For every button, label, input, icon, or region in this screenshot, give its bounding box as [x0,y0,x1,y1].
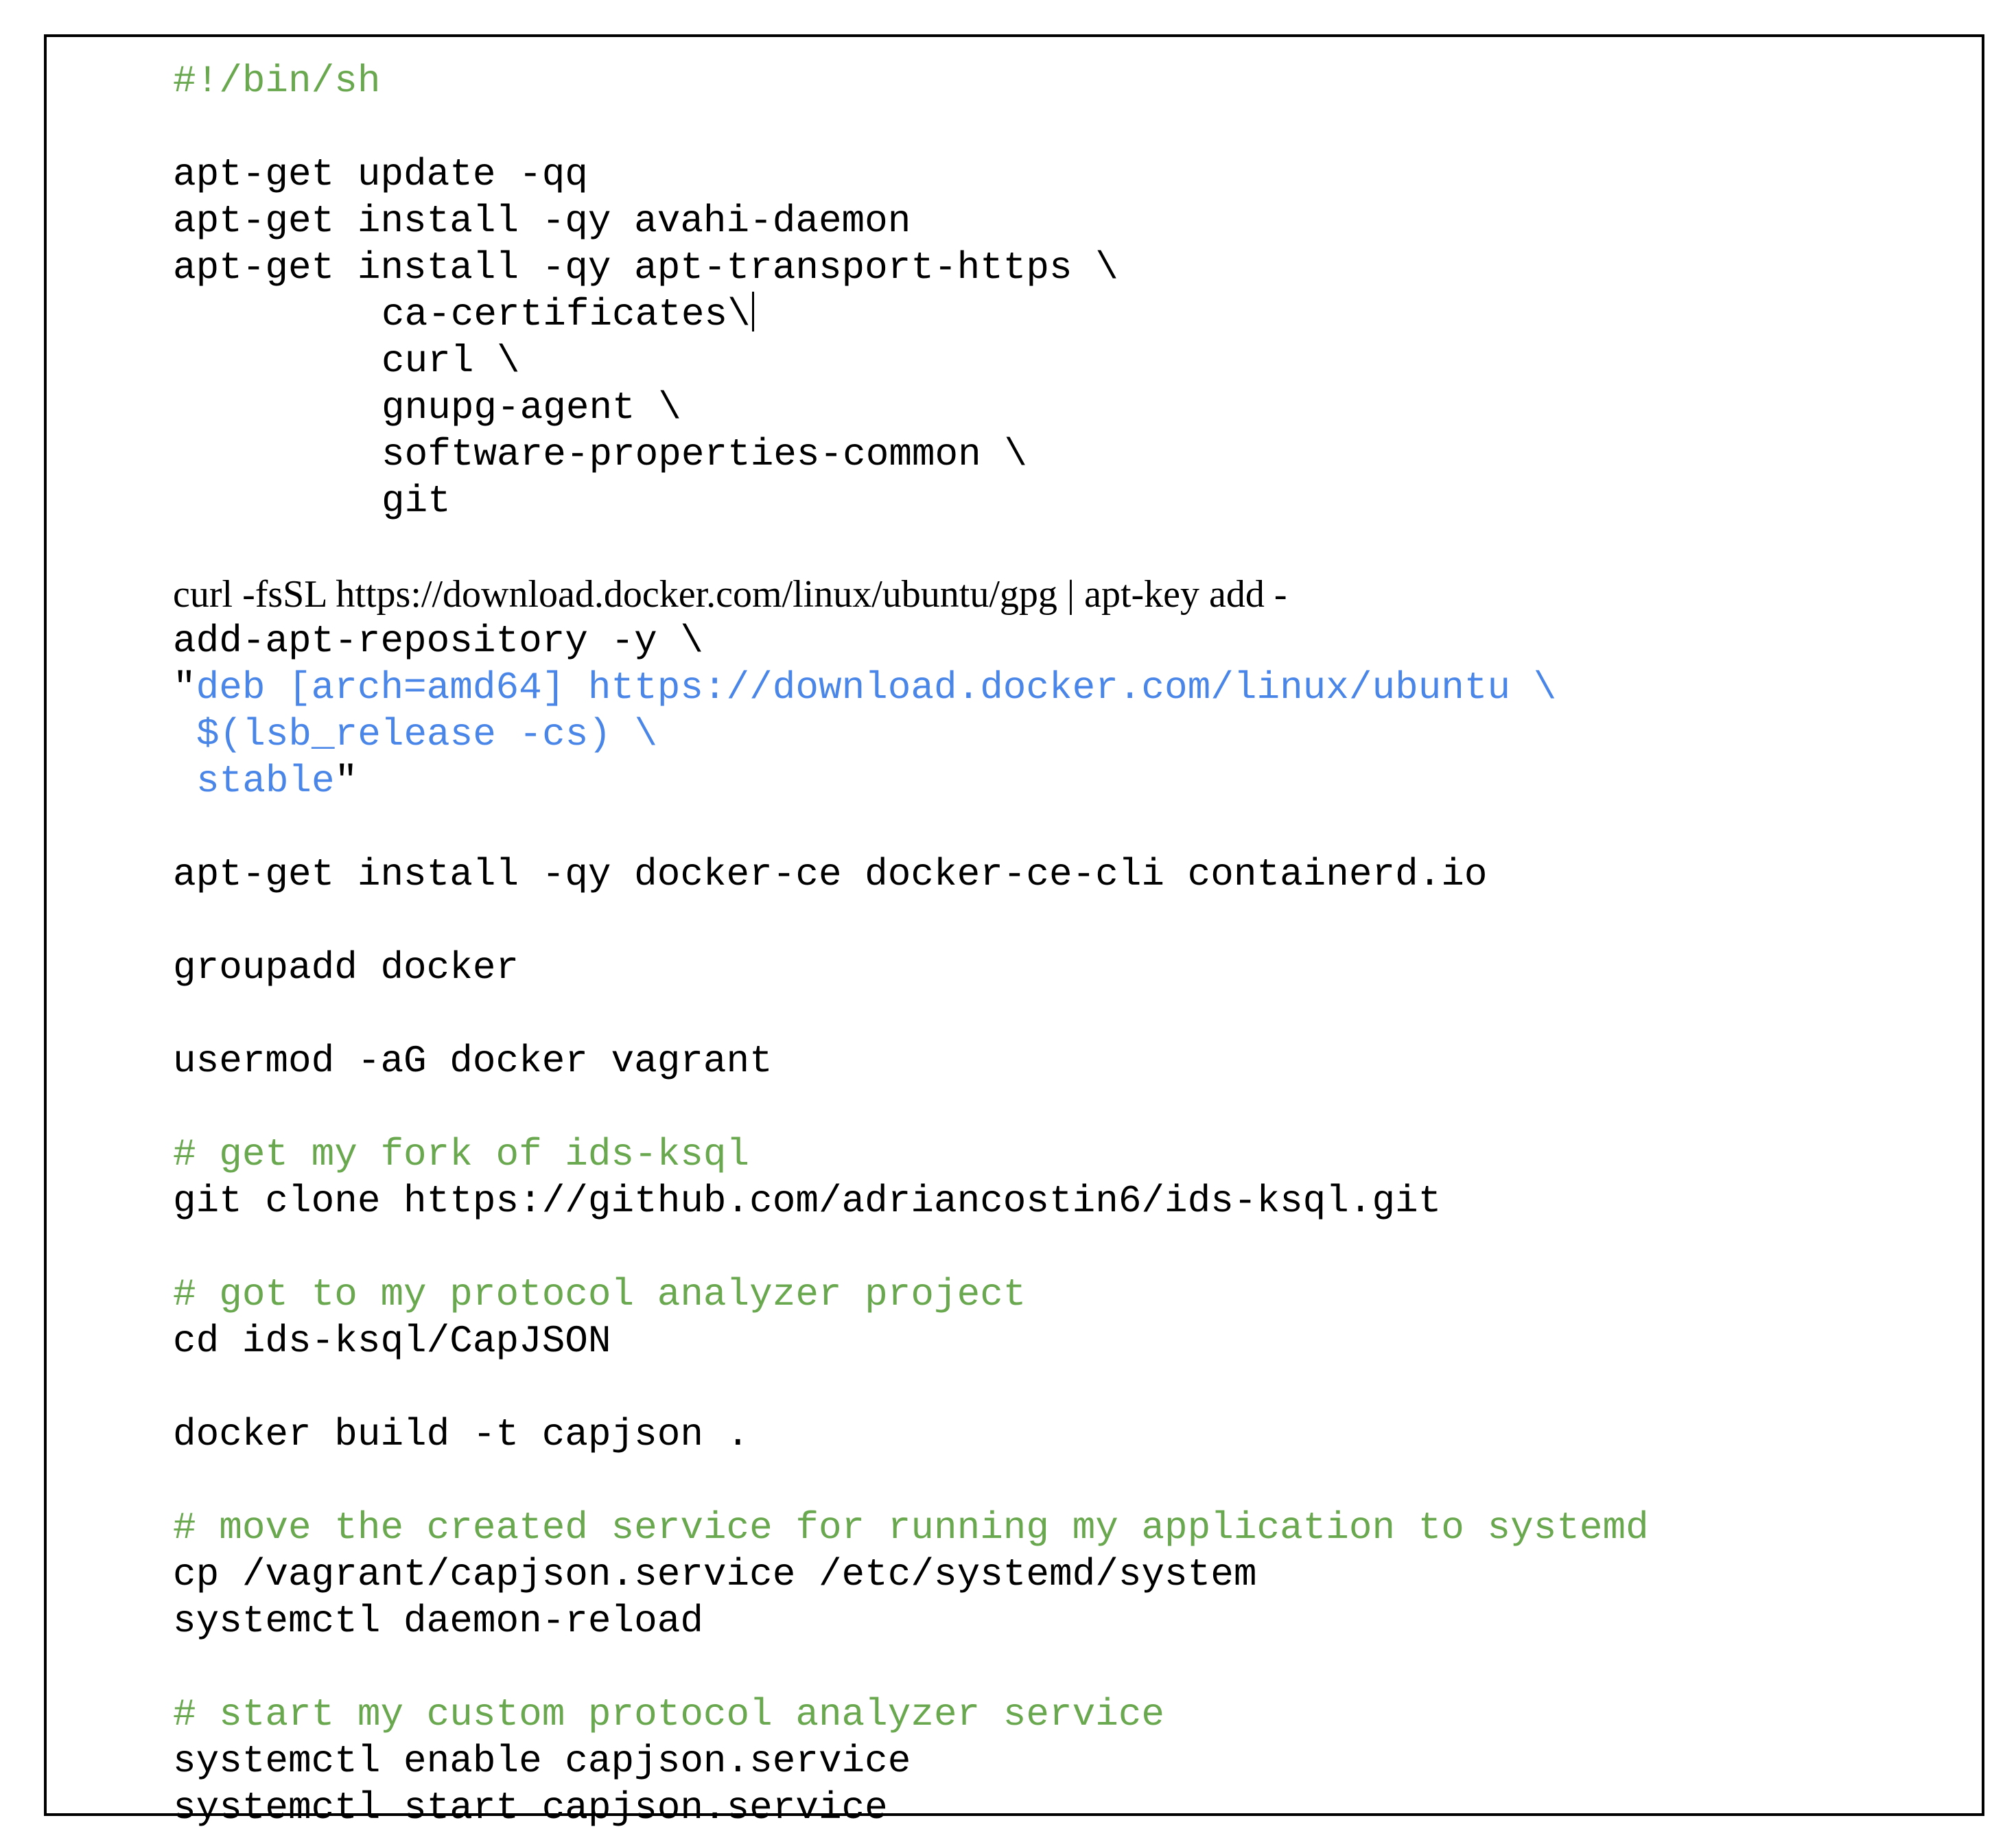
comment-line-start-service: # start my custom protocol analyzer serv… [173,1692,1165,1736]
ca-certificates-text: ca-certificates\ [382,292,751,336]
code-line-gnupg-agent: gnupg-agent \ [382,386,681,430]
code-line-git: git [382,479,451,523]
code-line-stable: stable" [173,758,1968,804]
code-line-enable-service: systemctl enable capjson.service [173,1739,911,1783]
code-line-docker-build: docker build -t capjson . [173,1412,750,1456]
deb-source-string: deb [arch=amd64] https://download.docker… [196,666,1557,710]
text-cursor [751,292,754,331]
code-line-lsb-release: $(lsb_release -cs) \ [196,712,658,756]
code-line-install-transport: apt-get install -qy apt-transport-https … [173,246,1118,290]
blank-line [173,524,1968,571]
code-line-start-service: systemctl start capjson.service [173,1786,888,1830]
code-line-git-clone: git clone https://github.com/adriancosti… [173,1179,1442,1223]
blank-line [173,104,1968,151]
code-line-usermod: usermod -aG docker vagrant [173,1039,773,1083]
code-line-apt-update: apt-get update -qq [173,152,588,196]
comment-line-project: # got to my protocol analyzer project [173,1272,1027,1316]
code-line-daemon-reload: systemctl daemon-reload [173,1599,703,1643]
comment-line-fork: # get my fork of ids-ksql [173,1132,750,1176]
code-line-curl-gpg: curl -fsSL https://download.docker.com/l… [173,573,1287,616]
code-line-install-docker: apt-get install -qy docker-ce docker-ce-… [173,852,1488,896]
code-line-software-properties: software-properties-common \ [382,432,1027,476]
stable-string: stable [196,759,335,803]
blank-line [173,1644,1968,1691]
code-line-ca-certificates: ca-certificates\ [173,291,1968,338]
blank-line [173,1458,1968,1504]
shebang-line: #!/bin/sh [173,59,381,103]
code-line-cp-service: cp /vagrant/capjson.service /etc/systemd… [173,1552,1257,1596]
comment-line-systemd: # move the created service for running m… [173,1506,1649,1550]
close-quote: " [334,759,358,803]
blank-line [173,1224,1968,1271]
code-line-deb-source: "deb [arch=amd64] https://download.docke… [173,664,1968,711]
code-line-groupadd: groupadd docker [173,946,519,990]
blank-line [173,898,1968,944]
blank-line [173,1084,1968,1131]
code-line-curl: curl \ [382,339,520,383]
code-line-install-avahi: apt-get install -qy avahi-daemon [173,199,911,243]
code-line-add-apt-repository: add-apt-repository -y \ [173,619,703,663]
blank-line [173,804,1968,851]
blank-line [173,991,1968,1038]
open-quote: " [173,666,196,710]
blank-line [173,1364,1968,1411]
code-line-cd: cd ids-ksql/CapJSON [173,1319,611,1363]
